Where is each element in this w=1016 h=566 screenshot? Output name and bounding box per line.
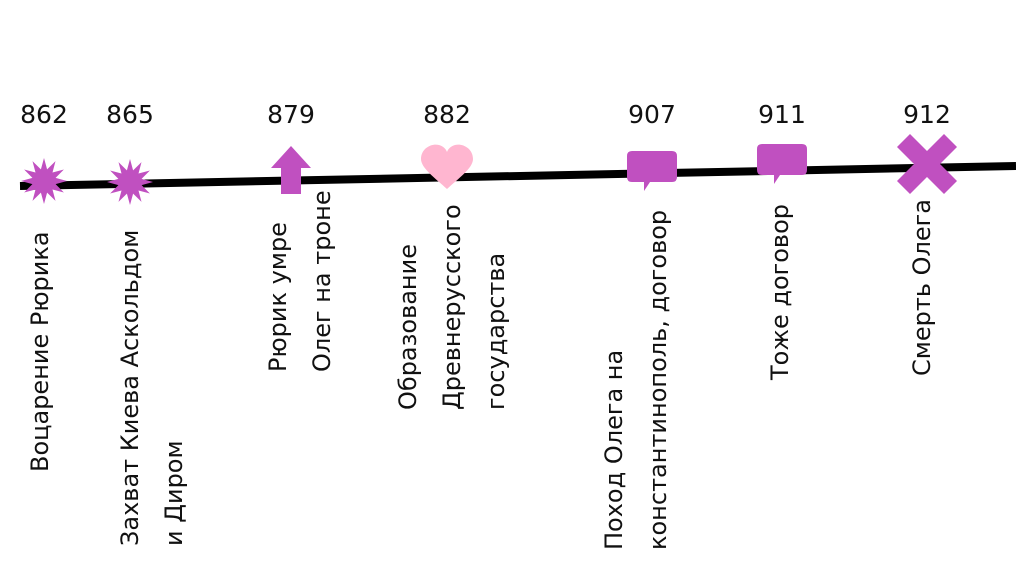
speech-bubble-icon [627,151,677,191]
event-label-line: константинополь, договор [644,209,672,550]
event-label-line: и Диром [160,440,188,546]
event-label-line: Образование [394,244,422,410]
event-label: Образование Древнерусского государства [386,204,518,410]
event-label-line: Смерть Олега [908,199,936,376]
year-label: 907 [628,100,676,129]
event-label: Смерть Олега [900,199,944,376]
event-label-line: Рюрик умре [264,222,292,372]
speech-bubble-icon [757,144,807,184]
year-label: 879 [267,100,315,129]
arrow-up-icon [271,146,311,194]
year-label: 911 [758,100,806,129]
heart-icon [421,144,473,189]
event-label: Захват Киева Аскольдом и Диром [108,230,196,546]
explosion-icon [21,158,67,204]
event-label: Воцарение Рюрика [18,231,62,472]
year-label: 865 [106,100,154,129]
year-label: 882 [423,100,471,129]
year-label: 912 [903,100,951,129]
event-label-line: Захват Киева Аскольдом [116,229,144,546]
event-label-line: Тоже договор [766,204,794,380]
event-label-line: Воцарение Рюрика [26,231,54,472]
event-label-line: государства [482,252,510,410]
event-label: Поход Олега на константинополь, договор [592,210,680,550]
event-label-line: Олег на троне [308,190,336,372]
event-label-line: Древнерусского [438,204,466,410]
timeline-axis [19,162,1016,190]
event-label: Рюрик умре Олег на троне [256,190,344,372]
event-label: Тоже договор [758,204,802,380]
event-label-line: Поход Олега на [600,349,628,550]
year-label: 862 [20,100,68,129]
cross-icon [897,134,957,194]
explosion-icon [107,159,153,205]
